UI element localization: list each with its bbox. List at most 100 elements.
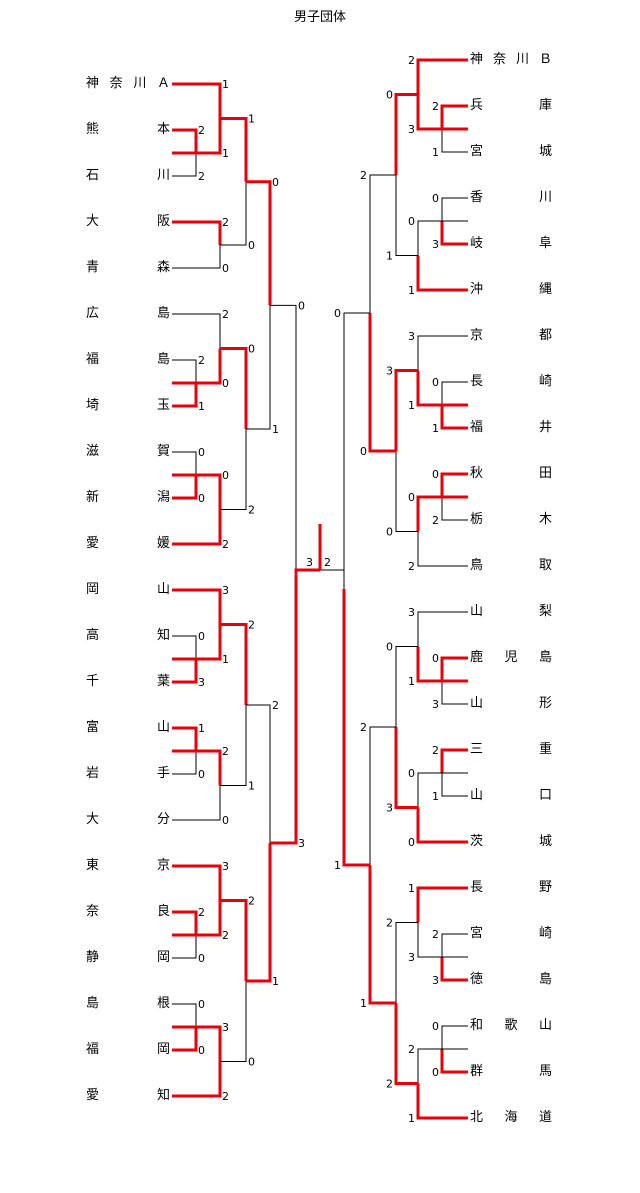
bracket-line <box>441 129 468 153</box>
team-name: 兵庫 <box>470 98 552 113</box>
winner-path <box>394 93 418 175</box>
winner-path <box>172 383 198 408</box>
winner-path <box>172 1027 198 1052</box>
match-score: 0 <box>222 262 229 275</box>
match-score: 2 <box>324 556 331 569</box>
match-score: 0 <box>222 469 229 482</box>
team-name: 和歌山 <box>470 1018 552 1033</box>
winner-path <box>220 117 248 182</box>
match-score: 0 <box>272 176 279 189</box>
team-name: 山口 <box>470 788 552 803</box>
match-score: 1 <box>222 147 229 160</box>
winner-path <box>172 509 222 546</box>
match-score: 0 <box>386 89 393 102</box>
match-score: 2 <box>386 1078 393 1091</box>
match-score: 3 <box>306 556 313 569</box>
bracket-line <box>369 726 396 865</box>
match-score: 2 <box>222 929 229 942</box>
match-score: 2 <box>386 917 393 930</box>
match-score: 0 <box>248 343 255 356</box>
winner-path <box>172 475 198 500</box>
match-score: 3 <box>386 365 393 378</box>
bracket-line <box>246 704 271 843</box>
match-score: 0 <box>298 299 305 312</box>
bracket-line <box>270 304 297 575</box>
winner-path <box>172 726 198 751</box>
match-score: 1 <box>198 722 205 735</box>
team-name: 岐阜 <box>470 236 552 251</box>
team-name: 宮崎 <box>470 926 552 941</box>
match-score: 2 <box>248 619 255 632</box>
match-score: 0 <box>222 814 229 827</box>
bracket-line <box>220 429 247 510</box>
bracket-line <box>172 635 197 659</box>
team-name: 熊本 <box>86 122 170 137</box>
winner-path <box>246 180 272 306</box>
team-name: 島根 <box>86 996 170 1011</box>
team-name: 長崎 <box>470 374 552 389</box>
winner-path <box>220 623 248 705</box>
match-score: 1 <box>386 250 393 263</box>
team-name: 北海道 <box>470 1110 552 1125</box>
match-score: 0 <box>198 630 205 643</box>
winner-path <box>394 1003 418 1085</box>
match-score: 0 <box>408 491 415 504</box>
match-score: 1 <box>432 422 439 435</box>
match-score: 2 <box>198 354 205 367</box>
team-name: 鳥取 <box>470 558 552 573</box>
winner-path <box>172 910 198 935</box>
winner-path <box>440 957 468 982</box>
winner-path <box>172 348 222 385</box>
bracket-line <box>172 935 197 959</box>
team-name: 岡山 <box>86 582 170 597</box>
bracket-line <box>395 922 418 1003</box>
bracket-line <box>172 785 221 821</box>
team-name: 青森 <box>86 260 170 275</box>
winner-path <box>270 574 298 845</box>
match-score: 0 <box>198 1044 205 1057</box>
match-score: 1 <box>248 780 255 793</box>
bracket-line <box>172 153 197 177</box>
winner-path <box>416 886 468 923</box>
winner-path <box>440 104 468 129</box>
match-score: 0 <box>408 836 415 849</box>
winner-path <box>440 221 468 246</box>
winner-path <box>440 405 468 430</box>
bracket-line <box>441 933 468 957</box>
match-score: 2 <box>198 124 205 137</box>
match-score: 3 <box>298 837 305 850</box>
match-score: 3 <box>198 676 205 689</box>
winner-path <box>368 865 396 1005</box>
winner-path <box>172 82 222 119</box>
winner-path <box>416 646 468 683</box>
match-score: 1 <box>222 653 229 666</box>
winner-path <box>440 656 468 681</box>
team-name: 香川 <box>470 190 552 205</box>
bracket-line <box>441 381 468 405</box>
match-score: 0 <box>222 377 229 390</box>
match-score: 1 <box>360 997 367 1010</box>
winner-path <box>172 749 222 786</box>
bracket-line <box>441 1025 468 1049</box>
winner-path <box>342 589 370 867</box>
team-name: 愛知 <box>86 1088 170 1103</box>
page-title: 男子団体 <box>293 10 346 25</box>
bracket-line <box>417 531 468 567</box>
bracket-line <box>417 220 468 256</box>
match-score: 2 <box>408 1043 415 1056</box>
winner-path <box>220 899 248 981</box>
match-score: 0 <box>248 239 255 252</box>
match-score: 3 <box>408 123 415 136</box>
match-score: 0 <box>198 998 205 1011</box>
winner-path <box>220 347 248 429</box>
winner-path <box>394 727 418 809</box>
match-score: 3 <box>222 860 229 873</box>
match-score: 2 <box>432 100 439 113</box>
match-score: 3 <box>408 330 415 343</box>
match-score: 2 <box>198 170 205 183</box>
match-score: 1 <box>408 675 415 688</box>
winner-path <box>246 843 272 983</box>
winner-path <box>172 1025 222 1062</box>
team-name: 宮城 <box>470 144 552 159</box>
